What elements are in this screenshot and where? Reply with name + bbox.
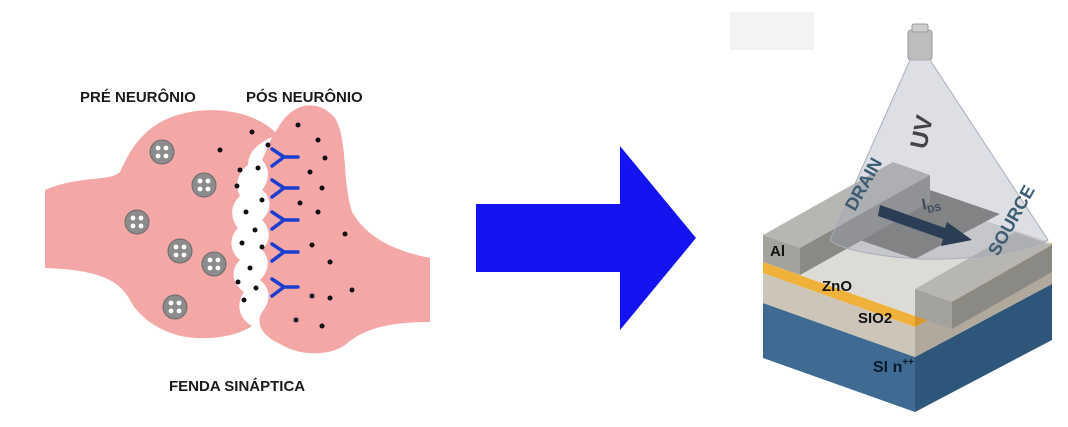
current-symbol: I: [920, 196, 928, 214]
drain-electrode-front: [763, 235, 800, 275]
current-arrow: [878, 205, 972, 246]
vesicle: [201, 251, 227, 277]
uv-lamp-cap: [911, 23, 929, 33]
source-electrode-side: [952, 245, 1052, 329]
drain-electrode-top: [763, 162, 930, 248]
pre-neuron-label: PRÉ NEURÔNIO: [80, 88, 196, 106]
si-layer-side: [915, 284, 1052, 412]
post-neuron-label: PÓS NEURÔNIO: [246, 88, 363, 106]
vesicle: [124, 209, 150, 235]
vesicle: [167, 238, 193, 264]
receptors: [270, 147, 300, 298]
synaptic-vesicles: [124, 139, 227, 320]
receptor: [270, 277, 300, 298]
source-electrode-top: [915, 232, 1052, 302]
post-neuron-body: [259, 105, 430, 354]
vesicle: [162, 294, 188, 320]
receptor: [270, 178, 300, 199]
si-layer-front: [763, 303, 915, 412]
neurotransmitters: [217, 122, 355, 329]
vesicle: [149, 139, 175, 165]
current-subscript: DS: [927, 202, 943, 216]
al-label: Al: [770, 243, 785, 260]
uv-lamp-body: [907, 29, 933, 61]
si-label-superscript: ++: [902, 357, 914, 368]
zno-layer-front: [763, 262, 915, 327]
si-label-text: SI n: [873, 359, 902, 376]
sio2-layer-front: [763, 273, 915, 357]
blank-patch: [730, 12, 814, 50]
receptor: [270, 210, 300, 231]
current-label: IDS: [920, 193, 942, 216]
drain-electrode-side: [800, 175, 930, 275]
vesicle: [191, 172, 217, 198]
si-label: SI n++: [873, 357, 914, 376]
sio2-label: SIO2: [858, 310, 892, 327]
source-electrode-front: [915, 289, 952, 329]
synaptic-cleft-label: FENDA SINÁPTICA: [169, 378, 305, 395]
right-arrow: [476, 146, 696, 330]
pre-neuron-body: [45, 110, 278, 339]
uv-phototransistor-illustration: UV DRAIN SOURCE IDS Al ZnO SIO2 SI n++: [730, 12, 1052, 412]
synapse-illustration: PRÉ NEURÔNIO PÓS NEURÔNIO FENDA SINÁPTIC…: [45, 88, 430, 395]
receptor: [270, 147, 300, 168]
receptor: [270, 242, 300, 263]
zno-label: ZnO: [822, 278, 852, 295]
